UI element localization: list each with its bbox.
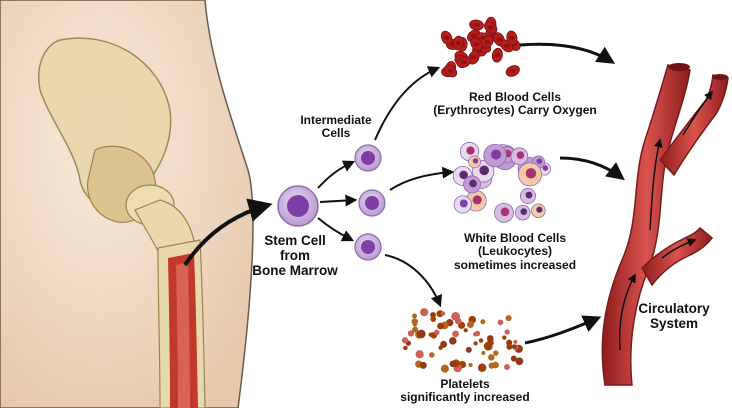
platelet bbox=[420, 362, 427, 369]
red-blood-cell-center bbox=[504, 44, 510, 48]
platelet bbox=[438, 346, 442, 350]
platelet bbox=[452, 331, 459, 338]
platelet bbox=[502, 335, 506, 339]
stem-cell-icon bbox=[278, 186, 318, 226]
red-blood-cells-icon bbox=[439, 17, 522, 79]
white-blood-cell-nucleus bbox=[537, 158, 543, 164]
white-blood-cell-nucleus bbox=[479, 165, 489, 175]
platelet bbox=[455, 318, 461, 324]
white-blood-cell-nucleus bbox=[536, 207, 542, 213]
platelet bbox=[429, 352, 435, 358]
platelet bbox=[506, 344, 512, 350]
platelet bbox=[441, 365, 449, 373]
red-blood-cell-center bbox=[474, 23, 480, 27]
platelet bbox=[449, 337, 457, 345]
stem-cell-label: Stem Cell from Bone Marrow bbox=[240, 233, 350, 278]
red-blood-cell-center bbox=[474, 42, 480, 46]
platelet bbox=[487, 339, 494, 346]
white-blood-cell-nucleus bbox=[469, 180, 477, 188]
platelet bbox=[467, 321, 474, 328]
red-blood-cell-center bbox=[488, 25, 494, 29]
platelet bbox=[402, 337, 408, 343]
arrow-red-to-vessel bbox=[520, 44, 612, 62]
platelet bbox=[403, 346, 407, 350]
platelets-icon bbox=[402, 308, 523, 373]
white-blood-cell-nucleus bbox=[460, 200, 468, 208]
white-blood-cell-nucleus bbox=[466, 146, 474, 154]
white-blood-cell-nucleus bbox=[491, 149, 501, 159]
platelet bbox=[441, 311, 445, 315]
white-blood-cell-nucleus bbox=[520, 208, 527, 215]
red-blood-cell-center bbox=[509, 36, 515, 40]
vessel-top-opening bbox=[668, 63, 690, 71]
bone-marrow-highlight bbox=[176, 262, 190, 408]
platelet bbox=[513, 340, 517, 344]
platelet bbox=[506, 315, 512, 321]
platelet bbox=[504, 364, 510, 370]
platelet bbox=[412, 314, 417, 319]
platelet bbox=[498, 319, 504, 325]
arrow-stem-to-cell-1 bbox=[318, 162, 353, 188]
platelet bbox=[450, 360, 457, 367]
platelet bbox=[466, 347, 472, 353]
arrow-to-white-cells bbox=[390, 172, 452, 190]
arrow-platelets-to-vessel bbox=[525, 318, 598, 343]
circulatory-system-label: Circulatory System bbox=[626, 301, 722, 331]
white-blood-cells-label: White Blood Cells (Leukocytes) sometimes… bbox=[430, 232, 600, 272]
arrow-white-to-vessel bbox=[560, 158, 622, 178]
platelet bbox=[412, 327, 418, 333]
hip-bone-illustration bbox=[0, 0, 253, 408]
white-blood-cell-nucleus bbox=[526, 168, 536, 178]
platelet bbox=[480, 319, 485, 324]
red-blood-cell-center bbox=[444, 36, 450, 40]
intermediate-cells-label: Intermediate Cells bbox=[288, 114, 384, 141]
platelet bbox=[489, 362, 495, 368]
red-blood-cell-center bbox=[510, 69, 516, 73]
arrow-stem-to-cell-2 bbox=[320, 200, 355, 202]
white-blood-cell-nucleus bbox=[526, 192, 533, 199]
red-blood-cells-label: Red Blood Cells (Erythrocytes) Carry Oxy… bbox=[415, 91, 615, 118]
platelet bbox=[479, 338, 483, 342]
red-blood-cell-center bbox=[471, 55, 477, 59]
red-blood-cell-center bbox=[496, 37, 502, 41]
platelet bbox=[434, 330, 440, 336]
platelet bbox=[417, 330, 426, 339]
white-blood-cells-icon bbox=[453, 142, 550, 222]
white-blood-cell-nucleus bbox=[473, 158, 478, 163]
vessel-branch-opening bbox=[712, 74, 728, 80]
platelet bbox=[475, 331, 480, 336]
platelet bbox=[413, 322, 418, 327]
white-blood-cell-nucleus bbox=[517, 151, 525, 159]
platelet bbox=[420, 308, 428, 316]
platelet bbox=[505, 329, 510, 334]
white-blood-cell-nucleus bbox=[473, 195, 482, 204]
platelet bbox=[437, 323, 444, 330]
platelet bbox=[516, 357, 524, 365]
platelets-label: Platelets significantly increased bbox=[385, 378, 545, 405]
platelet bbox=[512, 344, 517, 349]
platelet bbox=[430, 316, 436, 322]
platelet bbox=[474, 341, 478, 345]
platelet bbox=[488, 354, 495, 361]
platelet bbox=[481, 351, 485, 355]
red-blood-cell-center bbox=[461, 60, 467, 64]
blood-vessel-icon bbox=[602, 63, 728, 385]
platelet bbox=[464, 328, 468, 332]
platelet bbox=[469, 363, 473, 367]
white-blood-cell-nucleus bbox=[501, 208, 510, 217]
red-blood-cell-center bbox=[448, 69, 454, 73]
vessel-trunk bbox=[602, 65, 690, 385]
red-blood-cell-center bbox=[471, 34, 477, 38]
platelet bbox=[416, 350, 424, 358]
red-blood-cell-center bbox=[455, 41, 461, 45]
red-blood-cell-center bbox=[494, 53, 500, 57]
intermediate-cell-icon bbox=[355, 145, 385, 260]
platelet bbox=[478, 364, 486, 372]
platelet bbox=[493, 350, 498, 355]
platelet bbox=[429, 333, 433, 337]
